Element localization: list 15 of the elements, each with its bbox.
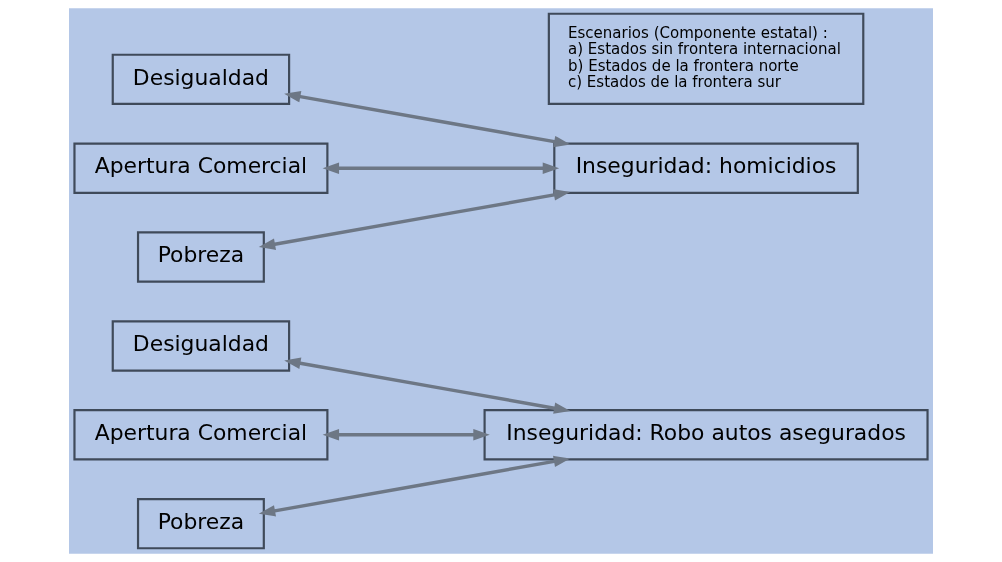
node-box: Inseguridad: Robo autos asegurados bbox=[483, 409, 929, 461]
node-box: Inseguridad: homicidios bbox=[553, 142, 859, 194]
node-box: Apertura Comercial bbox=[73, 142, 329, 194]
node-box: Escenarios (Componente estatal) : a) Estados sin frontera internacional b) Estados de la frontera norte c) Estados de la frontera sur bbox=[547, 12, 865, 106]
node-box: Pobreza bbox=[136, 497, 265, 550]
arrow bbox=[284, 91, 571, 148]
arrow bbox=[258, 189, 571, 250]
node-box: Desigualdad bbox=[111, 53, 291, 106]
node-box: Pobreza bbox=[136, 231, 265, 283]
arrow bbox=[322, 429, 490, 441]
node-box: Desigualdad bbox=[111, 320, 291, 372]
arrow bbox=[322, 162, 560, 174]
arrow bbox=[284, 357, 571, 414]
node-box: Apertura Comercial bbox=[73, 409, 329, 461]
arrow bbox=[258, 455, 571, 517]
